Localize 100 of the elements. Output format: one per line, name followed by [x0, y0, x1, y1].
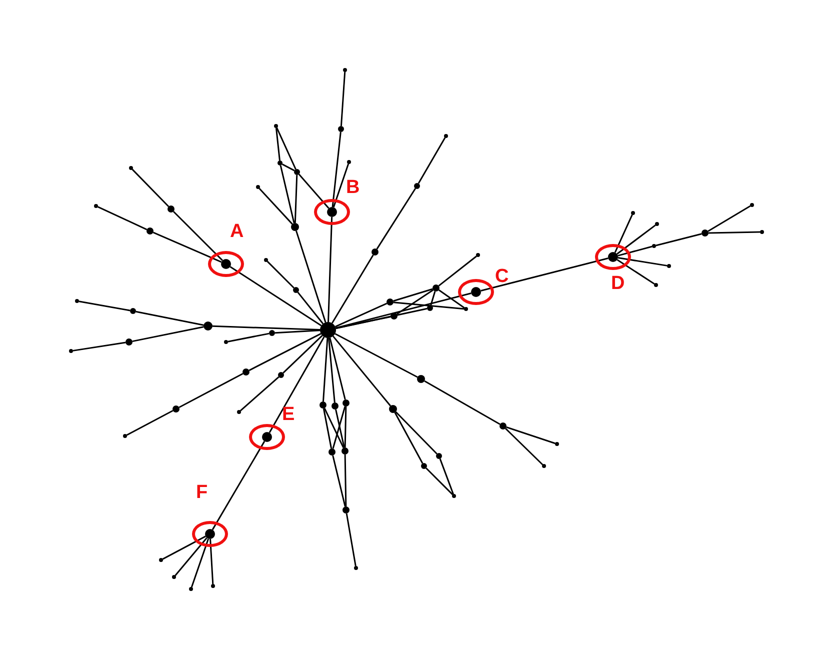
network-node: [702, 230, 708, 236]
network-link: [152, 232, 222, 263]
network-node: [354, 566, 358, 570]
network-node: [760, 230, 764, 234]
network-link: [418, 137, 446, 184]
network-node: [204, 322, 212, 330]
network-link: [344, 454, 347, 507]
network-node: [294, 169, 300, 175]
network-link: [424, 380, 500, 425]
network-link: [132, 168, 170, 208]
network-node: [211, 584, 215, 588]
network-node: [555, 442, 559, 446]
network-node: [221, 259, 231, 269]
network-link: [439, 458, 454, 494]
network-link: [280, 165, 295, 224]
network-node: [264, 258, 268, 262]
network-link: [331, 254, 374, 324]
network-link: [172, 210, 223, 261]
network-link: [614, 214, 633, 253]
network-node: [291, 223, 299, 231]
network-node: [224, 340, 228, 344]
node-label: A: [230, 222, 244, 241]
network-link: [616, 259, 655, 285]
network-link: [395, 411, 438, 454]
network-link: [336, 308, 428, 330]
node-label: B: [346, 178, 360, 197]
network-node: [242, 368, 250, 376]
network-link: [228, 332, 270, 342]
network-link: [506, 426, 556, 444]
network-node: [69, 349, 73, 353]
network-link: [324, 408, 344, 448]
network-node: [126, 338, 132, 346]
network-link: [346, 513, 356, 566]
network-link: [72, 342, 126, 352]
network-link: [618, 246, 652, 256]
network-link: [322, 338, 328, 402]
network-link: [136, 310, 204, 326]
network-node: [414, 183, 420, 189]
network-node: [327, 207, 337, 217]
network-node: [343, 68, 347, 72]
network-node: [189, 587, 193, 591]
network-node: [237, 410, 241, 414]
node-label: F: [196, 483, 208, 502]
network-link: [174, 537, 208, 576]
network-link: [132, 326, 204, 342]
network-link: [616, 224, 656, 255]
network-node: [278, 160, 282, 166]
network-link: [297, 292, 324, 324]
network-link: [212, 440, 266, 530]
network-link: [282, 335, 323, 374]
network-node: [654, 283, 658, 287]
network-node: [332, 402, 338, 410]
network-link: [210, 538, 214, 584]
network-node: [293, 287, 299, 293]
network-node: [269, 330, 275, 336]
network-node: [94, 204, 98, 208]
network-node: [667, 264, 671, 268]
network-node: [129, 166, 133, 170]
network-node: [542, 464, 546, 468]
network-node: [146, 228, 154, 234]
network-link: [340, 72, 346, 126]
network-link: [268, 336, 325, 434]
network-link: [162, 536, 206, 560]
network-link: [438, 289, 465, 308]
network-link: [282, 164, 295, 172]
network-link: [376, 188, 416, 250]
network-node: [652, 244, 656, 248]
network-node: [432, 284, 440, 292]
network-node: [159, 558, 163, 562]
network-link: [344, 406, 347, 448]
network-link: [334, 333, 418, 378]
network-link: [504, 428, 544, 466]
node-label: C: [495, 267, 509, 286]
network-link: [430, 291, 436, 306]
network-link: [336, 292, 472, 329]
network-link: [332, 455, 346, 507]
network-link: [240, 376, 280, 412]
network-link: [329, 338, 346, 400]
network-link: [275, 128, 280, 161]
network-link: [178, 372, 244, 408]
network-link: [294, 174, 298, 224]
network-node: [436, 453, 442, 459]
network-link: [393, 302, 464, 310]
network-link: [298, 174, 330, 209]
network-node: [274, 124, 278, 128]
network-link: [274, 330, 320, 334]
network-node: [655, 222, 659, 226]
network-link: [78, 300, 130, 312]
network-node: [500, 422, 506, 430]
network-link: [328, 338, 336, 403]
network-node: [389, 405, 397, 413]
network-node: [130, 308, 136, 314]
node-label: D: [611, 274, 625, 293]
network-node: [342, 506, 350, 514]
network-node: [172, 575, 176, 579]
network-node: [278, 372, 284, 378]
network-node: [75, 299, 79, 303]
network-link: [426, 468, 454, 496]
network-link: [618, 257, 668, 266]
network-link: [276, 128, 296, 170]
